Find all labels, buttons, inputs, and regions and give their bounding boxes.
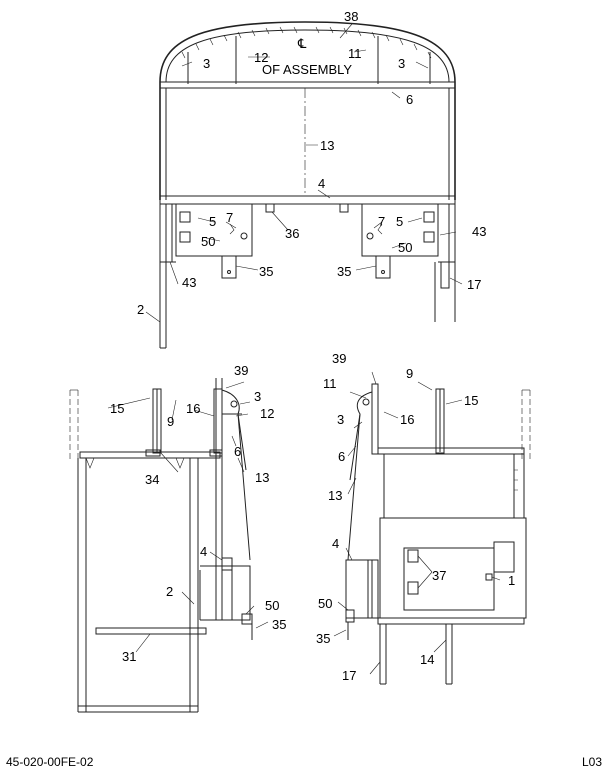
callout-37: 37 <box>432 568 446 583</box>
callout-34: 34 <box>145 472 159 487</box>
callout-50-left: 50 <box>201 234 215 249</box>
callout-6: 6 <box>406 92 413 107</box>
callout-3-lower-left: 3 <box>254 389 261 404</box>
callout-6-lower-right: 6 <box>338 449 345 464</box>
callout-36: 36 <box>285 226 299 241</box>
callout-12: 12 <box>254 50 268 65</box>
callout-35-left: 35 <box>259 264 273 279</box>
callout-31: 31 <box>122 649 136 664</box>
callout-13-lower-left: 13 <box>255 470 269 485</box>
callout-1: 1 <box>508 573 515 588</box>
callout-16-left: 16 <box>186 401 200 416</box>
right-side-view <box>333 371 531 685</box>
callout-35-right: 35 <box>337 264 351 279</box>
callout-7-right: 7 <box>378 214 385 229</box>
callout-5-right: 5 <box>396 214 403 229</box>
callout-15-right: 15 <box>464 393 478 408</box>
callout-50-right: 50 <box>398 240 412 255</box>
callout-43-left: 43 <box>182 275 196 290</box>
callout-35-lower-left: 35 <box>272 617 286 632</box>
callout-50-lower-left: 50 <box>265 598 279 613</box>
callout-6-lower-left: 6 <box>234 444 241 459</box>
callout-35-lower-right: 35 <box>316 631 330 646</box>
callout-43-right: 43 <box>472 224 486 239</box>
callout-5-left: 5 <box>209 214 216 229</box>
callout-4-lower-right: 4 <box>332 536 339 551</box>
callout-17-lower: 17 <box>342 668 356 683</box>
callout-2-lower: 2 <box>166 584 173 599</box>
left-side-view <box>69 378 269 713</box>
callout-12-lower: 12 <box>260 406 274 421</box>
callout-14: 14 <box>420 652 434 667</box>
centerline-symbol: ℄ <box>297 36 307 51</box>
callout-50-lower-right: 50 <box>318 596 332 611</box>
front-view <box>145 21 463 349</box>
callout-3-left: 3 <box>203 56 210 71</box>
sheet-label: L03 <box>581 755 602 769</box>
callout-labels: 38 3 12 ℄ OF ASSEMBLY 11 3 6 13 4 5 7 50… <box>110 9 515 683</box>
centerline-label: OF ASSEMBLY <box>262 62 352 77</box>
callout-39-right: 39 <box>332 351 346 366</box>
drawing-number: 45-020-00FE-02 <box>6 755 94 769</box>
callout-4-lower-left: 4 <box>200 544 207 559</box>
callout-13-lower-right: 13 <box>328 488 342 503</box>
callout-39-left: 39 <box>234 363 248 378</box>
callout-3-right: 3 <box>398 56 405 71</box>
callout-4: 4 <box>318 176 325 191</box>
callout-17-top: 17 <box>467 277 481 292</box>
callout-38: 38 <box>344 9 358 24</box>
callout-16-right: 16 <box>400 412 414 427</box>
callout-2-top: 2 <box>137 302 144 317</box>
callout-13: 13 <box>320 138 334 153</box>
callout-7-left: 7 <box>226 210 233 225</box>
callout-11-lower: 11 <box>323 376 337 391</box>
callout-11: 11 <box>348 46 362 61</box>
callout-9-right: 9 <box>406 366 413 381</box>
callout-3-lower-right: 3 <box>337 412 344 427</box>
callout-9-left: 9 <box>167 414 174 429</box>
callout-15-left: 15 <box>110 401 124 416</box>
